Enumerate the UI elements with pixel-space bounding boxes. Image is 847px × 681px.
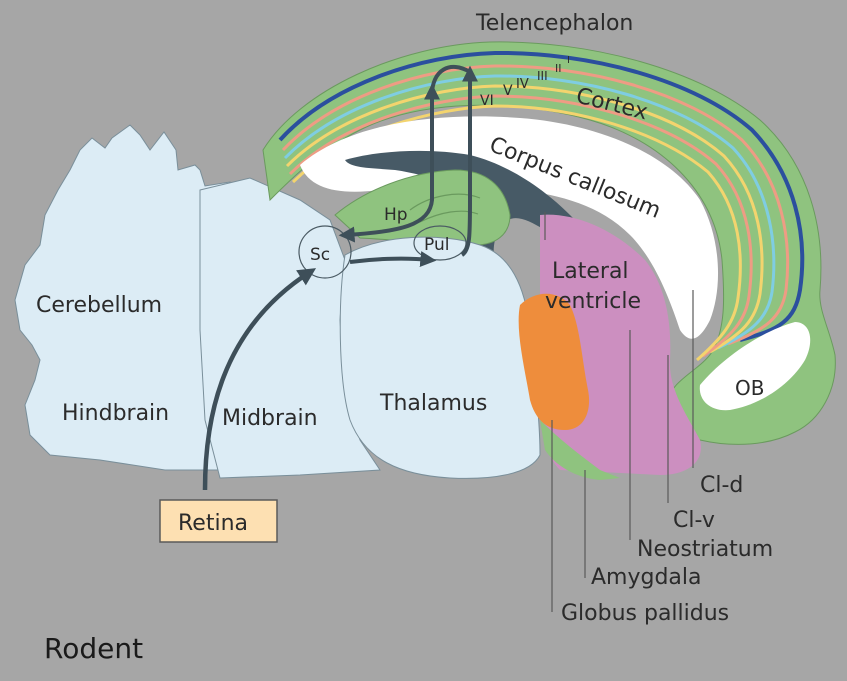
neostriatum-label: Neostriatum xyxy=(637,537,773,562)
layer-iv-label: IV xyxy=(516,77,529,92)
hindbrain-label: Hindbrain xyxy=(62,401,169,426)
layer-iii-label: III xyxy=(537,69,548,83)
ob-label: OB xyxy=(735,376,764,400)
cl-d-label: Cl-d xyxy=(700,473,743,498)
thalamus-region xyxy=(340,237,540,478)
layer-v-label: V xyxy=(503,83,513,99)
pul-label: Pul xyxy=(424,235,449,255)
globus-pallidus-label: Globus pallidus xyxy=(561,601,729,626)
telencephalon-label: Telencephalon xyxy=(475,11,633,36)
cerebellum-label: Cerebellum xyxy=(36,293,162,318)
cl-v-label: Cl-v xyxy=(673,508,715,533)
layer-i-label: I xyxy=(567,55,570,66)
hp-label: Hp xyxy=(384,205,408,225)
layer-ii-label: II xyxy=(555,62,562,75)
lateral-ventricle-label-2: ventricle xyxy=(545,289,641,314)
layer-vi-label: VI xyxy=(480,93,494,109)
caption: Rodent xyxy=(44,632,143,665)
lateral-ventricle-label-1: Lateral xyxy=(552,259,629,284)
thalamus-label: Thalamus xyxy=(379,391,487,416)
amygdala-label: Amygdala xyxy=(591,565,702,590)
midbrain-label: Midbrain xyxy=(222,406,318,431)
retina-label: Retina xyxy=(178,511,248,536)
sc-label: Sc xyxy=(310,245,330,265)
